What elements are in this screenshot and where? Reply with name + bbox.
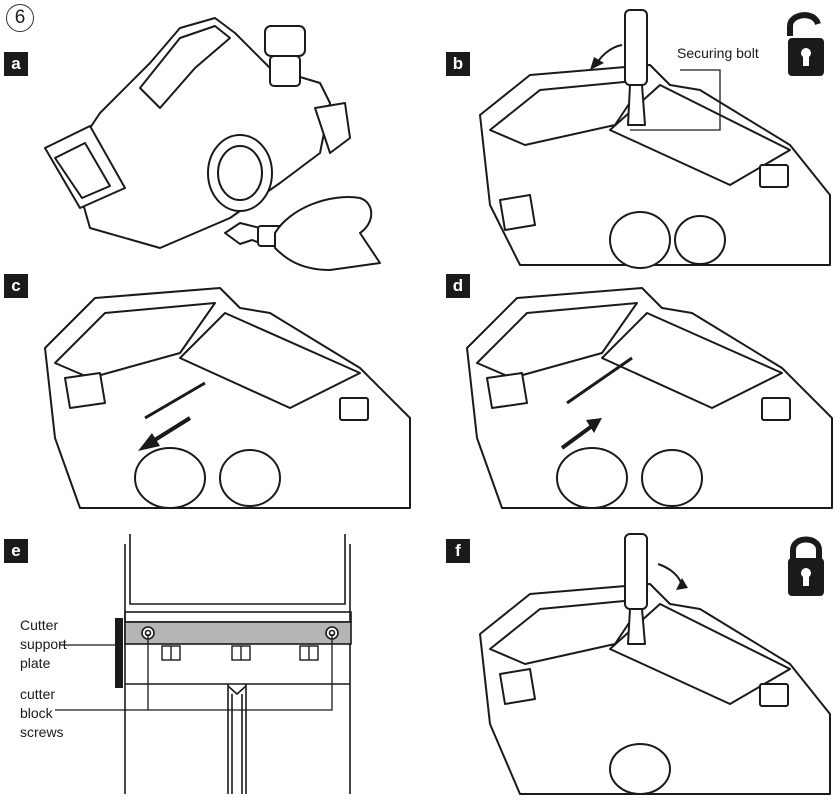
cutter-block-screws-label-line3: screws (20, 724, 64, 740)
panel-a-planer-illustration (44, 17, 381, 271)
panel-b-badge: b (446, 52, 470, 76)
panel-f-planer-closeup (479, 533, 831, 795)
panel-d-planer-slide-in (466, 287, 833, 509)
step-number: 6 (6, 4, 34, 32)
securing-bolt-label: Securing bolt (677, 45, 759, 61)
panel-e-cutter-diagram (115, 534, 352, 794)
panel-c-planer-slide-out (44, 287, 411, 509)
cutter-support-plate (124, 621, 352, 645)
panel-f-badge: f (446, 539, 470, 563)
cutter-support-plate-label-line1: Cutter (20, 617, 59, 633)
cutter-block-screws-label-line1: cutter (20, 686, 56, 702)
panel-b-planer-closeup (479, 9, 831, 269)
unlocked-padlock-icon (787, 12, 824, 76)
panel-e-leader-lines (55, 634, 333, 711)
cutter-support-plate-label-line2: support (20, 636, 67, 652)
panel-a-badge: a (4, 52, 28, 76)
cutter-block-screws-label-line2: block (20, 705, 53, 721)
cutter-support-plate-label-line3: plate (20, 655, 51, 671)
locked-padlock-icon (788, 536, 824, 596)
panel-d-badge: d (446, 274, 470, 298)
panel-e-badge: e (4, 539, 28, 563)
panel-c-badge: c (4, 274, 28, 298)
